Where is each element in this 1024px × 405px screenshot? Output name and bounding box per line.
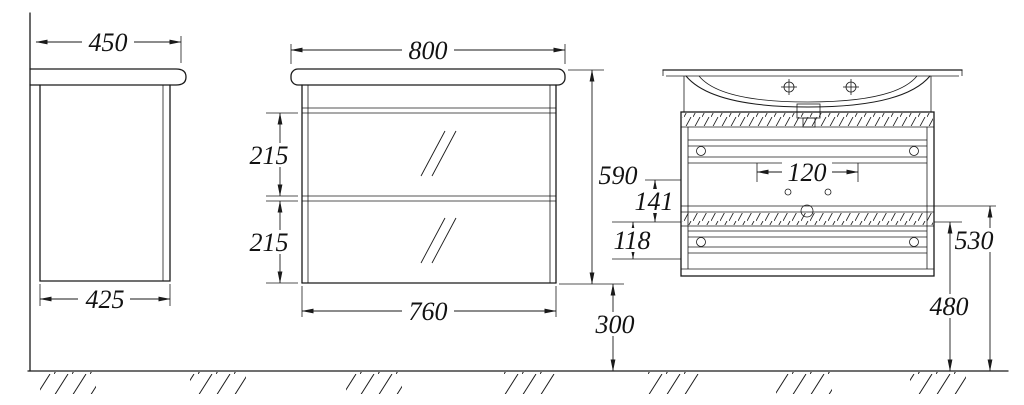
glass-marks-drawer1 bbox=[420, 130, 457, 177]
basin-bowl-inner bbox=[698, 75, 918, 103]
front-countertop bbox=[290, 68, 566, 86]
dim-450: 450 bbox=[35, 28, 182, 63]
mounting-hole bbox=[824, 188, 832, 196]
side-view: 450 425 bbox=[29, 12, 187, 372]
ground-hatch bbox=[346, 372, 402, 394]
dim-480-label: 480 bbox=[930, 292, 969, 321]
dim-425: 425 bbox=[39, 284, 171, 314]
dim-800-label: 800 bbox=[409, 36, 448, 65]
faucet-hole-mark bbox=[781, 79, 797, 95]
dim-530: 530 bbox=[951, 205, 998, 372]
basin-bowl-outer bbox=[685, 75, 931, 108]
dim-120: 120 bbox=[756, 158, 859, 187]
dim-141-label: 141 bbox=[635, 187, 674, 216]
dim-120-label: 120 bbox=[788, 158, 827, 187]
dim-530-label: 530 bbox=[955, 226, 994, 255]
front-view: 800 215 215 590 760 bbox=[243, 36, 642, 372]
ground-hatch bbox=[646, 372, 702, 394]
dim-118: 118 bbox=[607, 221, 657, 260]
screw-icon bbox=[909, 237, 919, 247]
hanging-rail-hatch bbox=[682, 113, 933, 126]
rear-view: 120 141 118 530 480 bbox=[607, 69, 998, 372]
side-countertop bbox=[29, 68, 187, 86]
lower-rail-hatch bbox=[682, 213, 933, 225]
pipe-hole bbox=[800, 204, 814, 218]
dim-215-lower: 215 bbox=[243, 200, 298, 284]
ground-hatch bbox=[190, 372, 246, 394]
glass-marks-drawer2 bbox=[420, 217, 457, 264]
dim-425-label: 425 bbox=[86, 285, 125, 314]
dim-800: 800 bbox=[290, 36, 566, 65]
rear-cabinet-outline bbox=[680, 111, 935, 277]
dim-300: 300 bbox=[589, 283, 641, 372]
dim-760-label: 760 bbox=[409, 297, 448, 326]
dim-141: 141 bbox=[629, 179, 679, 223]
screw-icon bbox=[909, 146, 919, 156]
lower-rail bbox=[688, 230, 927, 254]
ground-hatch bbox=[502, 372, 558, 394]
dim-118-label: 118 bbox=[613, 226, 650, 255]
side-cabinet-outline bbox=[39, 84, 171, 282]
dim-480: 480 bbox=[924, 221, 974, 372]
dim-450-label: 450 bbox=[89, 28, 128, 57]
dim-300-label: 300 bbox=[595, 310, 635, 339]
ground-hatch bbox=[40, 372, 96, 394]
mounting-hole bbox=[784, 188, 792, 196]
dim-215-lower-label: 215 bbox=[250, 228, 289, 257]
dim-215-upper: 215 bbox=[243, 112, 298, 197]
screw-icon bbox=[696, 237, 706, 247]
overflow-hole-mark bbox=[843, 79, 859, 95]
ground-hatch bbox=[776, 372, 832, 394]
dim-590: 590 bbox=[559, 69, 642, 285]
ground-hatch bbox=[910, 372, 966, 394]
dim-760: 760 bbox=[301, 286, 557, 326]
screw-icon bbox=[696, 146, 706, 156]
dim-215-upper-label: 215 bbox=[250, 141, 289, 170]
dim-590-label: 590 bbox=[599, 161, 638, 190]
ground bbox=[27, 370, 1009, 394]
